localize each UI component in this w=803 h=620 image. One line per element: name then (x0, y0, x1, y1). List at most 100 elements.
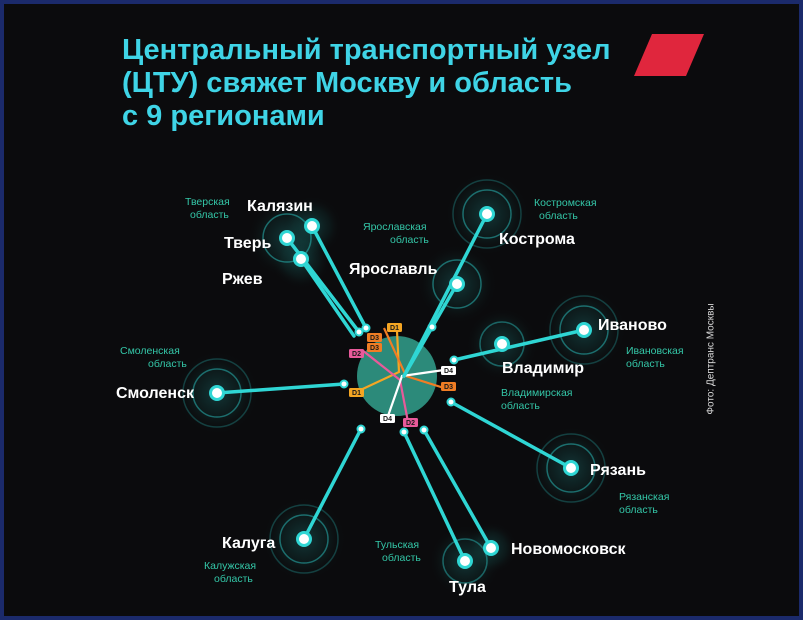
junction-yaroslavl (427, 322, 437, 332)
d4-line (386, 368, 445, 417)
halo-ring-kostroma (462, 189, 512, 239)
red-parallelogram-logo-icon (634, 34, 704, 76)
region-ivanovo-l1: Ивановская (626, 345, 684, 357)
badge-d2-west-label: D2 (352, 351, 361, 358)
city-kaluga: Калуга (222, 535, 275, 552)
city-labels: Калязин Тверь Ржев Ярославль Кострома Ив… (116, 198, 667, 596)
junction-kalyazin (361, 323, 371, 333)
badge-d4-east: D4 (441, 366, 456, 375)
d1-line (351, 330, 401, 395)
region-vladimir-l2: область (501, 400, 540, 412)
route-spokes (215, 212, 586, 563)
region-ryazan-l1: Рязанская (619, 491, 669, 503)
halo-ring-tver (262, 213, 312, 263)
city-kalyazin: Калязин (247, 198, 313, 215)
halo-ring-ivanovo (559, 305, 609, 355)
region-ryazan-l2: область (619, 504, 658, 516)
spoke-tula (402, 430, 467, 563)
region-yaroslavl-l1: Ярославская (363, 221, 427, 233)
badge-d3-north-label: D3 (370, 335, 379, 342)
region-yaroslavl-l2: область (390, 234, 429, 246)
badge-d4-south: D4 (380, 414, 395, 423)
badge-d2-south-label: D2 (406, 420, 415, 427)
city-ivanovo: Иваново (598, 317, 667, 334)
badge-d1-west-label: D1 (352, 390, 361, 397)
title-line-1: Центральный транспортный узел (122, 34, 611, 66)
halo-ring-yaroslavl (432, 259, 482, 309)
node-kostroma-ring-node-icon (479, 206, 495, 222)
city-tver: Тверь (224, 235, 271, 252)
halo-ring-ryazan (546, 443, 596, 493)
city-kostroma: Кострома (499, 231, 575, 248)
badge-d3-east: D3 (441, 382, 456, 391)
page-title: Центральный транспортный узел (ЦТУ) свяж… (122, 34, 642, 133)
region-tula-l1: Тульская (375, 539, 419, 551)
badge-d3-north: D3 (367, 333, 382, 342)
spoke-ryazan (449, 400, 573, 470)
badge-d1-west: D1 (349, 388, 364, 397)
badge-d4-south-label: D4 (383, 416, 392, 423)
spoke-kalyazin (310, 224, 368, 330)
node-kalyazin-ring-node-icon (304, 218, 320, 234)
region-tver-l1: Тверская (185, 196, 230, 208)
spoke-novomoskovsk (422, 428, 493, 550)
junction-novomoskovsk (419, 425, 429, 435)
junction-tver (354, 327, 364, 337)
city-smolensk: Смоленск (116, 385, 195, 402)
junction-smolensk (339, 379, 349, 389)
city-ryazan: Рязань (590, 462, 646, 479)
badge-d4-east-label: D4 (444, 368, 453, 375)
region-labels: Тверская область Ярославская область Кос… (120, 196, 684, 585)
region-tver-l2: область (190, 209, 229, 221)
junction-dots (339, 322, 459, 437)
title-line-3: с 9 регионами (122, 100, 325, 132)
halo-ring-kaluga (279, 514, 329, 564)
spoke-kaluga (302, 427, 363, 541)
halo-ring-kostroma-outer (452, 179, 522, 249)
junction-tula (399, 427, 409, 437)
region-kostroma-l2: область (539, 210, 578, 222)
halo-ring-ryazan-outer (536, 433, 606, 503)
badge-d1-north: D1 (387, 323, 402, 332)
halo-ring-tula (442, 538, 488, 584)
spoke-smolensk (215, 382, 346, 395)
endpoint-nodes (209, 206, 592, 569)
badge-d2-west: D2 (349, 349, 364, 358)
junction-vladimir (449, 355, 459, 365)
node-vladimir-ring-node-icon (494, 336, 510, 352)
badge-d1-north-label: D1 (390, 325, 399, 332)
region-smolensk-l1: Смоленская (120, 345, 180, 357)
badge-d3-east-label: D3 (444, 384, 453, 391)
halo-ring-smolensk-outer (182, 358, 252, 428)
node-smolensk-ring-node-icon (209, 385, 225, 401)
region-kostroma-l1: Костромская (534, 197, 597, 209)
node-novomoskovsk-ring-node-icon (483, 540, 499, 556)
junction-ryazan (446, 397, 456, 407)
junction-kaluga (356, 424, 366, 434)
node-ryazan-ring-node-icon (563, 460, 579, 476)
region-kaluga-l1: Калужская (204, 560, 256, 572)
city-yaroslavl: Ярославль (349, 261, 438, 278)
node-ivanovo-ring-node-icon (576, 322, 592, 338)
transport-map: D3 D1 D3 D2 D1 D4 (116, 172, 684, 597)
node-yaroslavl-ring-node-icon (449, 276, 465, 292)
badge-d3-nw: D3 (367, 343, 382, 352)
spoke-ivanovo (452, 328, 586, 362)
title-line-2: (ЦТУ) свяжет Москву и область (122, 67, 572, 99)
badge-d2-south: D2 (403, 418, 418, 427)
node-tula-ring-node-icon (457, 553, 473, 569)
region-ivanovo-l2: область (626, 358, 665, 370)
infographic-frame: Центральный транспортный узел (ЦТУ) свяж… (4, 4, 799, 616)
region-vladimir-l1: Владимирская (501, 387, 573, 399)
city-novomoskovsk: Новомосковск (511, 541, 627, 558)
city-rzhev: Ржев (222, 271, 263, 288)
city-tula: Тула (449, 579, 486, 596)
node-kaluga-ring-node-icon (296, 531, 312, 547)
d-badges: D3 D1 D3 D2 D1 D4 (349, 323, 456, 427)
badge-d3-nw-label: D3 (370, 345, 379, 352)
node-rzhev-ring-node-icon (293, 251, 309, 267)
region-smolensk-l2: область (148, 358, 187, 370)
region-kaluga-l2: область (214, 573, 253, 585)
halo-ring-kaluga-outer (269, 504, 339, 574)
spoke-rzhev (299, 257, 356, 338)
